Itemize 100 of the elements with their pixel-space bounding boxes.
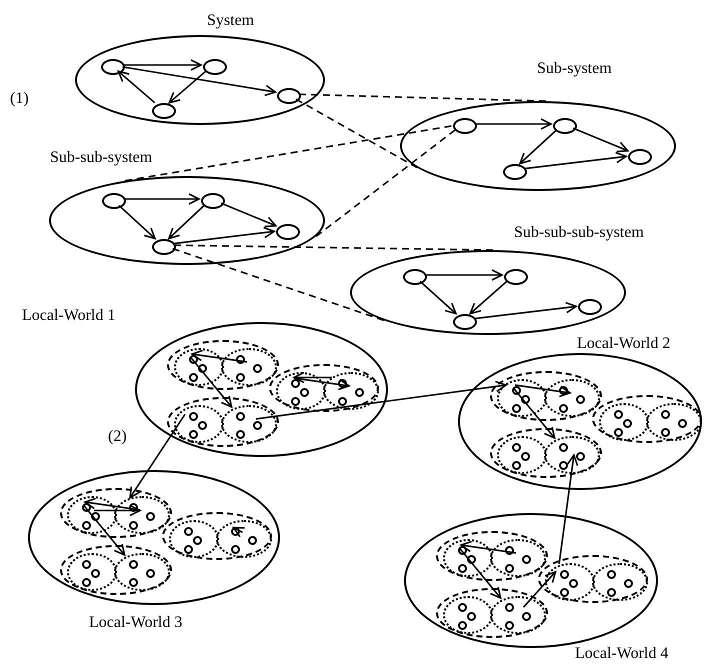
node-circle	[91, 569, 100, 578]
node-circle	[458, 546, 467, 555]
arrow	[514, 384, 571, 398]
node-circle	[560, 588, 569, 597]
node-circle	[277, 88, 301, 104]
dotted-ellipse	[114, 553, 170, 591]
arrow	[118, 204, 156, 240]
dashed-ellipse	[436, 588, 548, 638]
dotted-ellipse	[497, 379, 547, 417]
node-circle	[560, 570, 569, 579]
node-circle	[82, 521, 91, 530]
node-circle	[189, 412, 198, 421]
node-circle	[129, 578, 138, 587]
dotted-ellipse	[174, 348, 224, 386]
dotted-ellipse	[67, 496, 117, 534]
arrow	[293, 372, 332, 384]
node-circle	[678, 419, 687, 428]
dashed-ellipse	[592, 395, 702, 443]
dashed-ellipse	[490, 371, 602, 421]
dotted-ellipse	[221, 405, 277, 443]
node-circle	[578, 299, 602, 315]
arrow	[572, 127, 629, 152]
node-circle	[504, 269, 528, 285]
node-circle	[607, 570, 616, 579]
node-circle	[236, 412, 245, 421]
node-circle	[453, 118, 477, 134]
dashed-ellipse	[490, 428, 602, 478]
arrow	[174, 226, 275, 244]
panel-label: (1)	[10, 90, 29, 108]
node-circle	[505, 621, 514, 630]
node-circle	[146, 512, 155, 521]
dotted-ellipse	[443, 596, 493, 634]
node-circle	[512, 443, 521, 452]
node-circle	[248, 536, 257, 545]
dashed-line	[123, 125, 452, 182]
dashed-line	[172, 248, 386, 322]
arrow	[232, 526, 246, 538]
dotted-ellipse	[276, 372, 326, 410]
ellipse-label: Local-World 4	[575, 645, 668, 663]
arrow	[519, 130, 557, 164]
node-circle	[628, 149, 652, 165]
node-circle	[576, 395, 585, 404]
node-circle	[614, 428, 623, 437]
dotted-ellipse	[544, 436, 600, 474]
node-circle	[184, 545, 193, 554]
ellipse-label: Sub-sub-sub-system	[514, 224, 644, 242]
dotted-ellipse	[67, 553, 117, 591]
arrow	[123, 59, 202, 71]
dashed-ellipse	[162, 512, 272, 560]
dotted-ellipse	[114, 496, 170, 534]
arrow	[475, 118, 552, 130]
node-circle	[624, 579, 633, 588]
arrow	[460, 540, 516, 554]
arrow	[124, 193, 200, 205]
arrow	[474, 302, 577, 320]
node-circle	[82, 560, 91, 569]
dashed-ellipse	[436, 531, 548, 581]
node-circle	[338, 397, 347, 406]
arrow	[420, 280, 457, 314]
dashed-ellipse	[167, 340, 279, 390]
dashed-ellipse	[60, 545, 172, 595]
node-circle	[458, 564, 467, 573]
dashed-line	[174, 244, 495, 251]
arrow	[294, 377, 350, 390]
arrow	[118, 70, 156, 104]
node-circle	[467, 612, 476, 621]
node-circle	[129, 560, 138, 569]
arrow	[168, 204, 205, 240]
arrow	[191, 350, 248, 363]
ellipse-label: Local-World 2	[577, 335, 670, 353]
node-circle	[253, 364, 262, 373]
arrow	[512, 388, 556, 439]
node-circle	[661, 428, 670, 437]
node-circle	[512, 386, 521, 395]
node-circle	[198, 364, 207, 373]
node-circle	[203, 59, 227, 75]
arrow	[458, 548, 502, 599]
arrow	[168, 70, 206, 104]
node-circle	[522, 555, 531, 564]
node-circle	[91, 512, 100, 521]
node-circle	[236, 355, 245, 364]
dashed-ellipse	[538, 555, 648, 603]
node-circle	[129, 503, 138, 512]
arrow	[220, 202, 277, 228]
node-circle	[276, 224, 300, 240]
dotted-ellipse	[221, 348, 277, 386]
node-circle	[189, 430, 198, 439]
node-circle	[458, 603, 467, 612]
node-circle	[559, 443, 568, 452]
arrow	[82, 504, 126, 556]
node-circle	[576, 452, 585, 461]
ellipse-label: System	[207, 12, 254, 30]
dotted-ellipse	[216, 520, 272, 558]
node-circle	[231, 527, 240, 536]
dotted-ellipse	[592, 563, 648, 601]
arrow	[256, 380, 507, 420]
node-circle	[193, 536, 202, 545]
node-circle	[512, 404, 521, 413]
dashed-line	[314, 129, 456, 238]
node-circle	[661, 410, 670, 419]
